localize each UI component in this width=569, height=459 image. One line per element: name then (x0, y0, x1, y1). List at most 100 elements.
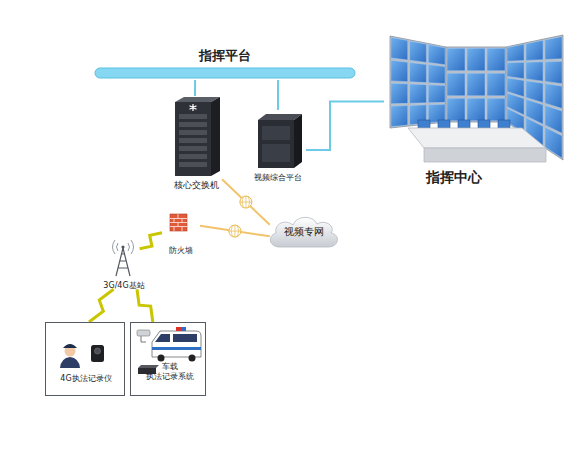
network-link (306, 102, 384, 150)
network-link (194, 80, 196, 96)
wall-screen (545, 36, 562, 59)
wall-screen (447, 73, 465, 96)
link-globe-icon (240, 196, 252, 208)
vehicle-camera-icon (137, 330, 150, 342)
console-desk (408, 120, 546, 162)
wall-frame (446, 47, 506, 122)
wall-screen (428, 65, 445, 84)
rack-slot (179, 162, 207, 167)
core-switch-icon (175, 97, 220, 176)
link-globe-icon (229, 225, 241, 237)
wall-screen (507, 62, 524, 78)
wall-screen (447, 48, 465, 71)
platform-slot (262, 126, 290, 140)
wireless-link (137, 289, 153, 322)
wall-screen (487, 73, 505, 96)
globe-circle (240, 196, 252, 208)
desk-front (424, 148, 546, 162)
camera-housing (137, 330, 150, 336)
platform-bar (95, 68, 355, 78)
base-station-icon (113, 240, 134, 276)
wall-screen (526, 40, 543, 60)
node-label: 4G执法记录仪 (46, 374, 126, 384)
wall-screen (410, 62, 427, 82)
firewall-icon (170, 214, 187, 231)
globe-meridians (229, 225, 241, 237)
globe-circle (229, 225, 241, 237)
node-label: 车载 执法记录系统 (141, 362, 199, 382)
wireless-link (140, 233, 162, 249)
officer-body (60, 357, 80, 368)
wireless-link (89, 289, 114, 322)
wall-screen (507, 44, 524, 61)
command-center: 指挥中心 (384, 28, 566, 188)
wall-screen (391, 83, 408, 104)
tower-tip (121, 245, 124, 248)
rack-slot (179, 154, 207, 159)
van-body (152, 331, 201, 357)
van-wheel (158, 355, 165, 362)
console-monitor (498, 120, 510, 128)
wall-screen (391, 106, 408, 127)
van-wheel (189, 355, 196, 362)
wall-screen (391, 37, 408, 60)
van-window (155, 334, 170, 342)
camera-mount (141, 336, 146, 342)
rack-front (175, 102, 211, 176)
wall-screen (467, 98, 485, 121)
switch-logo (190, 104, 197, 111)
rack-slot (179, 122, 207, 127)
brick-lines (170, 214, 187, 231)
platform-band: 指挥平台 (95, 46, 355, 80)
video-platform: 视频综合平台 (250, 110, 306, 184)
node-label: 视频专网 (266, 226, 342, 239)
wall-screen (545, 84, 562, 109)
camera-body (91, 345, 104, 362)
dvr-top (138, 365, 159, 368)
wall-screen (428, 45, 445, 65)
wall-screen (545, 127, 562, 158)
platform-slot (262, 144, 290, 162)
core-switch: 核心交换机 (170, 96, 222, 194)
rack-slot (179, 138, 207, 143)
node-label: 指挥平台 (95, 48, 355, 64)
node-label: 核心交换机 (166, 180, 226, 191)
wall-screen (391, 60, 408, 81)
wall-screen (545, 61, 562, 83)
wall-screen (526, 81, 543, 103)
officer-cap (63, 344, 77, 348)
node-label: 视频综合平台 (244, 173, 312, 183)
wall-screen (467, 73, 485, 96)
police-van-icon (152, 327, 201, 362)
platform-front (258, 120, 294, 168)
rack-slot (179, 130, 207, 135)
van-window (173, 334, 197, 342)
node-label: 3G/4G基站 (94, 281, 154, 291)
tower-mast (116, 248, 130, 276)
console-monitor (418, 120, 430, 128)
platform-side (294, 114, 302, 168)
console-monitor (478, 120, 490, 128)
wall-frame (390, 36, 446, 128)
globe-meridians (240, 196, 252, 208)
rack-side (211, 97, 220, 176)
console-monitor (438, 120, 450, 128)
device-group-box: 车载 执法记录系统 (130, 322, 206, 396)
wall-screen (447, 98, 465, 121)
video-wall (390, 35, 563, 160)
network-link (200, 226, 270, 237)
network-link (222, 179, 270, 225)
desk-top (408, 128, 546, 148)
base-station: 3G/4G基站 (98, 238, 150, 292)
van-lightbar-blue (181, 327, 186, 331)
body-camera-icon (91, 345, 104, 362)
node-label: 防火墙 (156, 246, 206, 256)
device-group-box: 4G执法记录仪 (45, 322, 125, 396)
brick-wall (170, 214, 187, 231)
network-link (277, 80, 279, 110)
rack-slot (179, 146, 207, 151)
firewall: 防火墙 (162, 212, 200, 258)
rack-slot (179, 114, 207, 119)
